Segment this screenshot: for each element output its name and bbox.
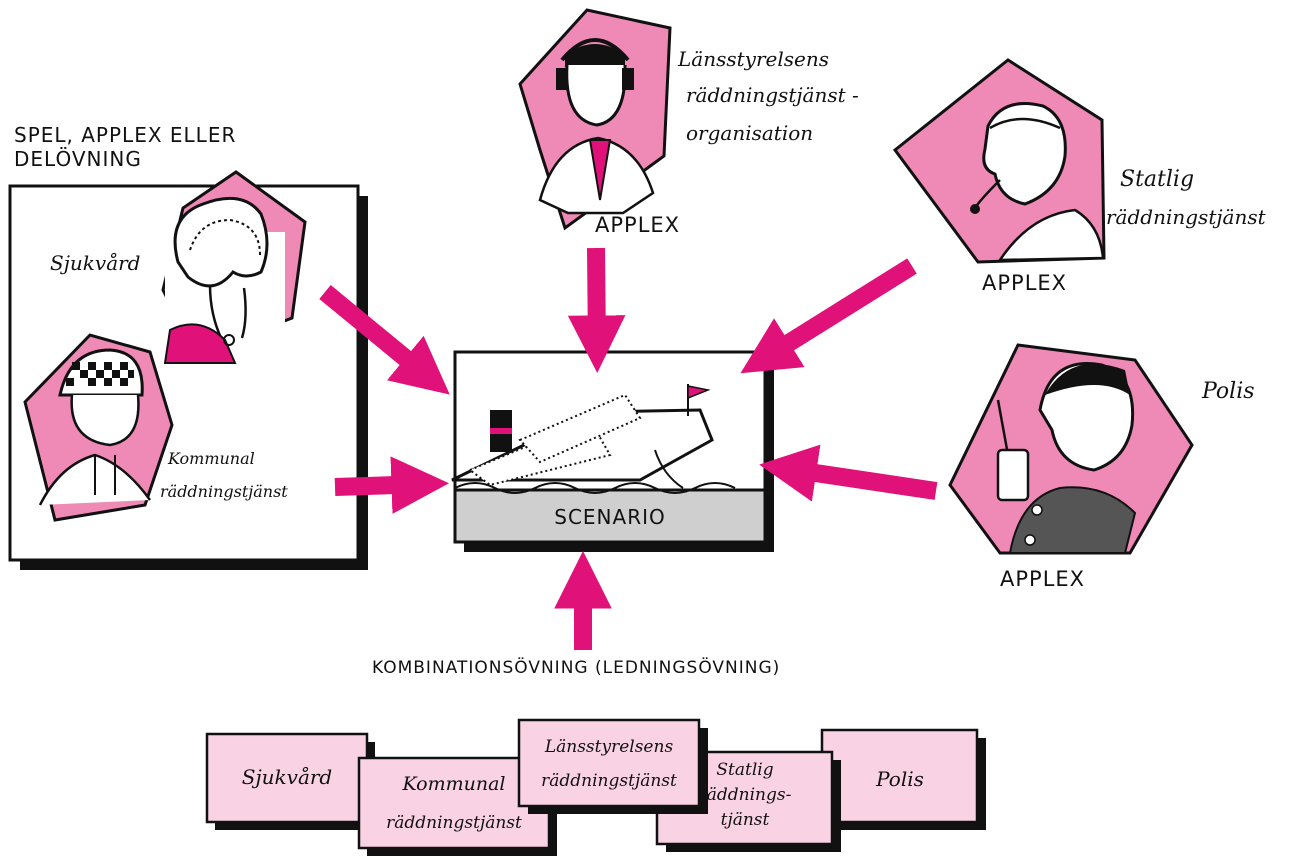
police-radio-portrait-icon <box>948 343 1194 555</box>
card-polis: Polis <box>820 728 986 830</box>
polis-label: Polis <box>1201 379 1255 404</box>
statlig-applex-tag: APPLEX <box>982 271 1067 295</box>
scenario-label: SCENARIO <box>554 505 665 529</box>
arrow-right-upper <box>740 258 917 374</box>
firefighter-portrait-icon <box>23 333 174 522</box>
lansstyrelsen-applex-tag: APPLEX <box>595 213 680 237</box>
card-sjukvard: Sjukvård <box>205 732 375 830</box>
card-kommunal-line2: räddningstjänst <box>386 813 522 833</box>
card-statlig-line3: tjänst <box>721 810 770 830</box>
lansstyrelsen-label-line3: organisation <box>686 121 813 145</box>
card-lansstyrelsen-line1: Länsstyrelsens <box>544 737 674 757</box>
left-group-title-line2: DELÖVNING <box>14 147 142 171</box>
arrow-left-lower <box>334 456 450 514</box>
nurse-portrait-icon <box>161 170 307 364</box>
sinking-ship-icon <box>451 393 736 494</box>
arrows <box>319 247 938 650</box>
flag-icon <box>687 384 711 416</box>
card-lansstyrelsen-line2: räddningstjänst <box>541 771 677 791</box>
lansstyrelsen-label-line2: räddningstjänst - <box>686 83 859 107</box>
polis-applex-tag: APPLEX <box>1000 567 1085 591</box>
arrow-right-lower <box>759 444 938 502</box>
statlig-label-line1: Statlig <box>1120 167 1194 192</box>
official-headset-portrait-icon <box>518 8 672 231</box>
kombination-caption: KOMBINATIONSÖVNING (LEDNINGSÖVNING) <box>372 656 780 678</box>
card-sjukvard-text: Sjukvård <box>242 765 333 789</box>
card-kommunal: Kommunal räddningstjänst <box>357 756 557 856</box>
statlig-label-line2: räddningstjänst <box>1106 205 1267 229</box>
left-group-title-line1: SPEL, APPLEX ELLER <box>14 123 236 147</box>
card-statlig-line2: räddnings- <box>699 785 792 805</box>
card-kommunal-line1: Kommunal <box>401 773 505 795</box>
card-lansstyrelsen: Länsstyrelsens räddningstjänst <box>517 718 708 814</box>
lansstyrelsen-label-line1: Länsstyrelsens <box>677 47 829 71</box>
arrow-left-upper <box>319 285 450 395</box>
kommunal-label-line2: räddningstjänst <box>160 482 288 501</box>
kommunal-label-line1: Kommunal <box>167 449 255 468</box>
arrow-top <box>567 247 626 374</box>
operator-headset-portrait-icon <box>892 58 1106 264</box>
card-polis-text: Polis <box>875 767 924 791</box>
sjukvard-label: Sjukvård <box>50 251 141 275</box>
card-statlig-line1: Statlig <box>716 760 773 780</box>
